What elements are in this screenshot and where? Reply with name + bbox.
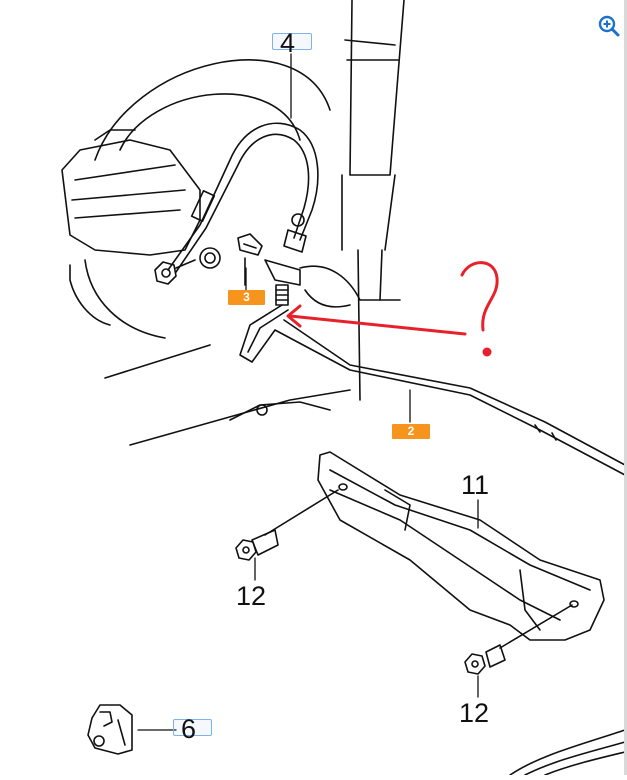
brake-hose (167, 122, 319, 273)
heat-shield (317, 451, 605, 641)
retaining-clip (237, 233, 301, 286)
part-badge-3[interactable]: 3 (228, 290, 265, 305)
banjo-bolt (154, 247, 221, 285)
bolt-lower (464, 604, 573, 675)
zoom-in-button[interactable] (597, 14, 621, 38)
brake-disc (84, 59, 331, 339)
part-badge-2[interactable]: 2 (392, 424, 430, 439)
bolt-upper (235, 489, 339, 561)
shock-absorber (341, 0, 405, 401)
callout-label-12-lower: 12 (459, 698, 490, 728)
callout-label-6: 6 (181, 714, 197, 744)
question-mark-annotation (460, 261, 499, 357)
callout-label-4: 4 (280, 28, 296, 58)
rigid-brake-line (239, 304, 626, 476)
callout-label-12-upper: 12 (236, 581, 267, 611)
callout-box-4 (272, 33, 312, 50)
brake-line-fitting (275, 284, 289, 306)
scrollbar-edge (624, 0, 627, 775)
zoom-in-icon (598, 15, 620, 37)
axle-beam (69, 264, 401, 446)
callout-box-6 (173, 719, 212, 736)
leader-lines (137, 53, 479, 731)
brake-lines-bottom (509, 729, 626, 776)
callout-label-11: 11 (461, 470, 490, 500)
annotation-arrow (286, 304, 467, 336)
clip-part-6 (87, 704, 133, 755)
brake-caliper (61, 129, 201, 256)
